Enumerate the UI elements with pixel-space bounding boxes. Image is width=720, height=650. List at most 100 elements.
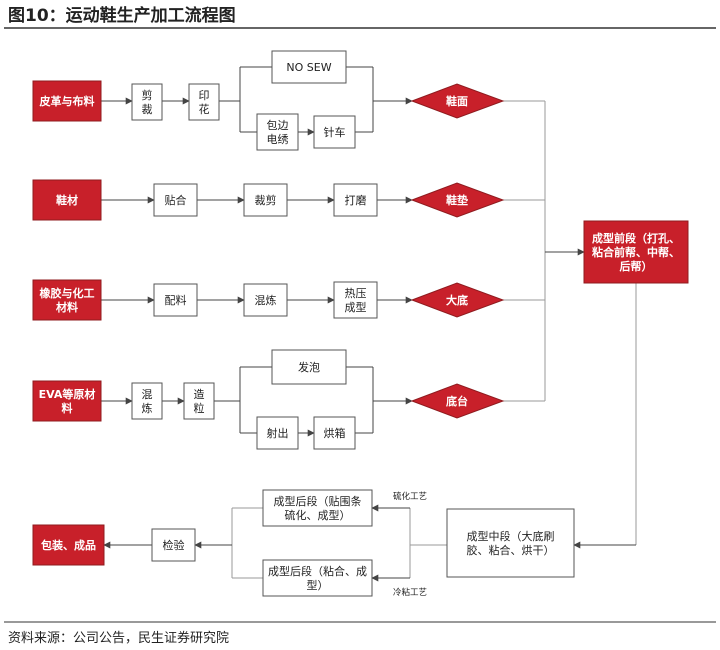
svg-text:印花: 印花 [199,89,210,116]
node-label-line: 大底 [446,293,468,307]
node-leather: 皮革与布料 [32,80,102,122]
node-outsole: 大底 [410,282,505,318]
node-label-line: 裁剪 [255,193,277,207]
svg-text:橡胶与化工材料: 橡胶与化工材料 [40,286,95,314]
node-needle: 针车 [313,115,356,149]
node-label-line: 型） [307,578,329,592]
figure-title: 图10：运动鞋生产加工流程图 [8,5,236,26]
node-inspect: 检验 [151,528,196,562]
node-bake: 烘箱 [313,416,356,450]
node-press: 热压成型 [333,281,378,319]
node-label-line: 配料 [165,293,187,307]
svg-text:底台: 底台 [446,394,468,408]
node-label-line: 硫化、成型） [285,508,351,522]
source-note: 资料来源：公司公告，民生证券研究院 [8,630,229,646]
node-label-line: 针车 [324,125,346,139]
node-label-line: 发泡 [298,360,320,374]
node-label-line: 打磨 [345,193,367,207]
node-label-line: 成型 [345,300,367,314]
svg-text:鞋材: 鞋材 [56,193,78,207]
node-eva-mix: 混炼 [131,382,163,420]
svg-text:成型前段（打孔、粘合前帮、中帮、后帮）: 成型前段（打孔、粘合前帮、中帮、后帮） [592,231,680,273]
node-label-line: 烘箱 [324,426,346,440]
svg-text:混炼: 混炼 [255,293,277,307]
cold-bond-label: 冷粘工艺 [393,587,427,598]
node-label-line: 成型前段（打孔、 [592,231,680,245]
node-rubber: 橡胶与化工材料 [32,279,102,321]
node-label-line: 包装、成品 [40,538,96,552]
svg-text:鞋垫: 鞋垫 [446,193,468,207]
svg-text:针车: 针车 [324,125,346,139]
svg-text:EVA等原材料: EVA等原材料 [39,387,96,415]
node-insole: 鞋垫 [410,182,505,218]
node-upper: 鞋面 [410,83,505,119]
node-paste: 贴合 [153,183,198,217]
connectors [101,66,637,582]
node-eva: EVA等原材料 [32,380,102,422]
svg-text:皮革与布料: 皮革与布料 [39,94,95,108]
node-label-line: 成型后段（粘合、成 [268,564,367,578]
svg-text:NO SEW: NO SEW [286,61,331,74]
svg-text:包装、成品: 包装、成品 [40,538,96,552]
node-edge-embroider: 包边电绣 [256,113,299,151]
node-label-line: 检验 [163,538,185,552]
vulcanization-label: 硫化工艺 [393,491,427,502]
node-sole: 底台 [410,383,505,419]
node-label-line: 皮革与布料 [39,94,95,108]
node-front-section: 成型前段（打孔、粘合前帮、中帮、后帮） [583,220,689,284]
node-label-line: 射出 [267,426,289,440]
node-mid-section: 成型中段（大底刷胶、粘合、烘干） [446,508,575,578]
node-cutting: 裁剪 [243,183,288,217]
svg-text:检验: 检验 [163,538,185,552]
svg-text:打磨: 打磨 [345,193,367,207]
node-back-vulcan: 成型后段（贴围条硫化、成型） [262,489,373,527]
node-label-line: 鞋材 [56,193,78,207]
svg-text:热压成型: 热压成型 [345,287,367,314]
node-nosew: NO SEW [271,50,347,84]
node-grind: 打磨 [333,183,378,217]
node-label-line: 贴合 [165,193,187,207]
node-label-line: 印 [199,89,210,102]
node-foam: 发泡 [271,349,347,385]
node-material: 鞋材 [32,179,102,221]
node-label-line: 粒 [194,401,205,415]
node-label-line: 包边 [267,119,289,132]
node-cut: 剪裁 [131,83,163,121]
node-label-line: 热压 [345,287,367,300]
node-refine: 混炼 [243,283,288,317]
svg-text:混炼: 混炼 [142,388,153,415]
node-label-line: 鞋面 [446,94,468,108]
node-label-line: 成型中段（大底刷 [467,529,555,543]
svg-text:成型中段（大底刷胶、粘合、烘干）: 成型中段（大底刷胶、粘合、烘干） [467,529,555,557]
node-label-line: EVA等原材 [39,387,96,401]
svg-text:成型后段（贴围条硫化、成型）: 成型后段（贴围条硫化、成型） [274,494,362,522]
svg-text:射出: 射出 [267,426,289,440]
svg-text:烘箱: 烘箱 [324,426,346,440]
node-label-line: 裁 [142,103,153,116]
node-label-line: 橡胶与化工 [40,286,95,300]
node-label-line: 鞋垫 [446,193,468,207]
svg-text:配料: 配料 [165,293,187,307]
node-mix: 配料 [153,283,198,317]
node-label-line: 粘合前帮、中帮、 [592,245,680,259]
node-label-line: 材料 [56,300,78,314]
svg-text:大底: 大底 [446,293,468,307]
node-label-line: 混炼 [255,293,277,307]
node-label-line: 造 [194,387,205,401]
svg-text:剪裁: 剪裁 [142,88,153,116]
node-print: 印花 [188,83,220,121]
nodes: 皮革与布料 剪裁 印花 NO SEW 包边电绣 针车 鞋面 鞋材 贴合 裁剪 打… [32,50,689,597]
svg-text:鞋面: 鞋面 [446,94,468,108]
svg-text:裁剪: 裁剪 [255,193,277,207]
node-granule: 造粒 [183,382,215,420]
node-label-line: 花 [199,103,210,116]
node-label-line: NO SEW [286,61,331,74]
svg-text:成型后段（粘合、成型）: 成型后段（粘合、成型） [268,564,367,592]
node-label-line: 料 [62,401,73,415]
node-label-line: 炼 [142,401,153,415]
node-label-line: 成型后段（贴围条 [274,494,362,508]
svg-text:包边电绣: 包边电绣 [267,119,289,146]
node-label-line: 胶、粘合、烘干） [467,543,555,557]
node-label-line: 剪 [142,88,153,102]
